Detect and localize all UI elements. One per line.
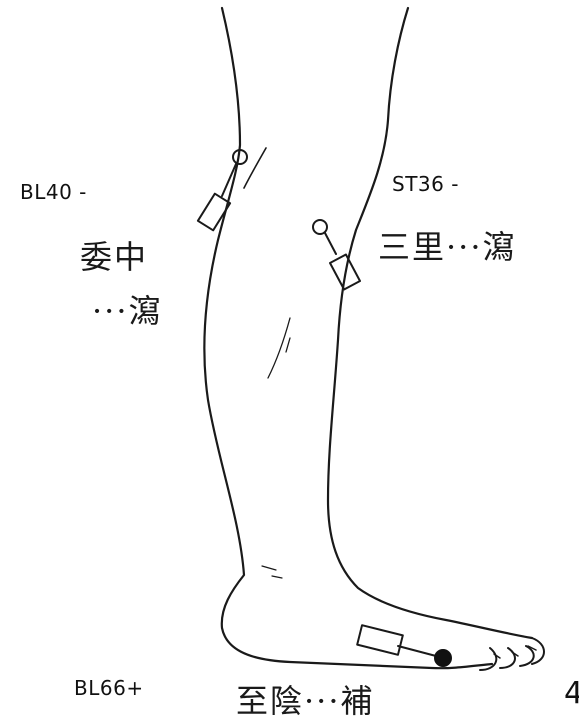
bl66-name: 至陰···補: [236, 676, 375, 720]
bl66-code: BL66+: [74, 676, 144, 700]
bl40-code: BL40 -: [20, 180, 87, 204]
leg-front-outline: [328, 8, 532, 638]
page-number: 4: [564, 676, 579, 711]
shin-shading: [268, 318, 290, 378]
bl40-electrode: [198, 150, 247, 230]
st36-name: 三里···瀉: [378, 222, 517, 268]
bl66-electrode: [357, 625, 451, 666]
bl40-name-line1: 委中: [80, 232, 148, 278]
ankle-shading: [262, 566, 282, 578]
bl40-name-line2: ···瀉: [92, 286, 163, 332]
st36-electrode: [313, 220, 360, 289]
st36-code: ST36 -: [392, 172, 459, 196]
leg-back-outline: [204, 8, 492, 668]
